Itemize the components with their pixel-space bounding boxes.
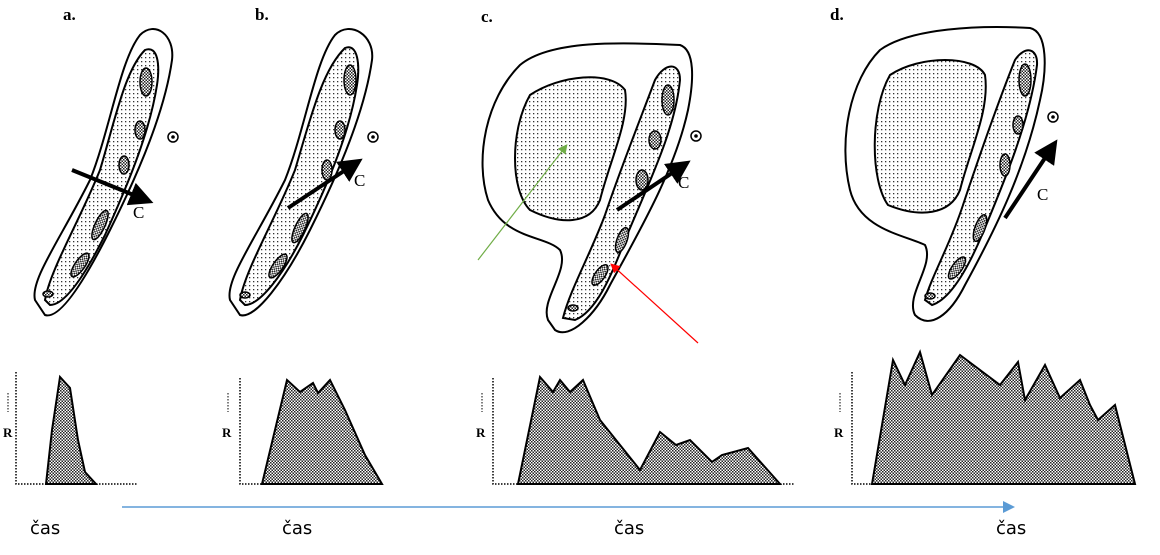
cell-body [648,130,662,150]
axes [239,378,262,485]
cell-body [661,84,675,116]
response-area [516,374,783,485]
circle-symbol [367,131,379,143]
panel-label: c. [481,7,493,26]
arrow-label: C [354,171,365,190]
axis-label: R [3,425,13,440]
cell-body [139,67,153,97]
histogram-b: R [222,378,384,485]
direction-arrow [286,158,363,210]
vacuole [514,76,627,222]
cell-body [239,291,251,299]
cell-body [42,290,54,298]
cell-body [972,213,988,243]
cell-body [591,264,609,286]
histogram-a: R [3,372,137,485]
arrow-label: C [678,173,689,192]
cell-body [291,212,309,244]
arrow-label: C [1037,185,1048,204]
cell-body [321,159,333,181]
axis-label: R [222,425,232,440]
axis-label: R [476,425,486,440]
cell-body [1012,115,1024,135]
panel-label: b. [255,5,269,24]
cell-body [118,155,130,175]
panel-b: b. C [228,5,379,317]
response-area [870,349,1137,485]
circle-symbol-dot [371,135,375,139]
green-pointer-arrow [477,144,568,261]
cell-body [947,256,967,280]
vacuole [873,59,987,214]
histogram-c: R [476,374,795,485]
cell-body [999,153,1011,177]
cell-body [635,169,649,191]
cell-body [70,252,90,278]
cell-body [614,226,630,254]
cell-body [268,253,288,279]
direction-arrow [71,168,154,206]
cell-layer [43,48,160,307]
histogram-d: R [834,349,1137,485]
circle-symbol [690,130,702,142]
time-label-a: čas [30,518,60,539]
response-area [44,374,99,485]
cell-body [334,120,346,140]
cell-body [343,64,357,96]
panel-label: a. [63,5,76,24]
axis-label: R [834,425,844,440]
response-area [260,378,384,485]
direction-arrow [1003,139,1058,220]
circle-symbol-dot [694,134,698,138]
panel-d: d. C [830,5,1059,322]
circle-symbol [1047,111,1059,123]
cell-body [134,120,146,140]
direction-arrow [615,160,691,212]
cell-layer [238,46,360,307]
arrow-label: C [133,203,144,222]
red-pointer-arrow [610,263,699,344]
cell-layer [923,49,1039,307]
circle-symbol [167,131,179,143]
cell-body [567,304,579,312]
panel-label: d. [830,5,844,24]
circle-symbol-dot [171,135,175,139]
circle-symbol-dot [1051,115,1055,119]
cell-body [924,292,936,300]
time-label-b: čas [282,518,312,539]
time-label-c: čas [614,518,644,539]
panel-c: c. C [477,7,702,344]
time-label-d: čas [996,518,1026,539]
panel-a: a. C [33,5,179,317]
cell-body [1018,63,1032,97]
cell-body [91,209,109,241]
